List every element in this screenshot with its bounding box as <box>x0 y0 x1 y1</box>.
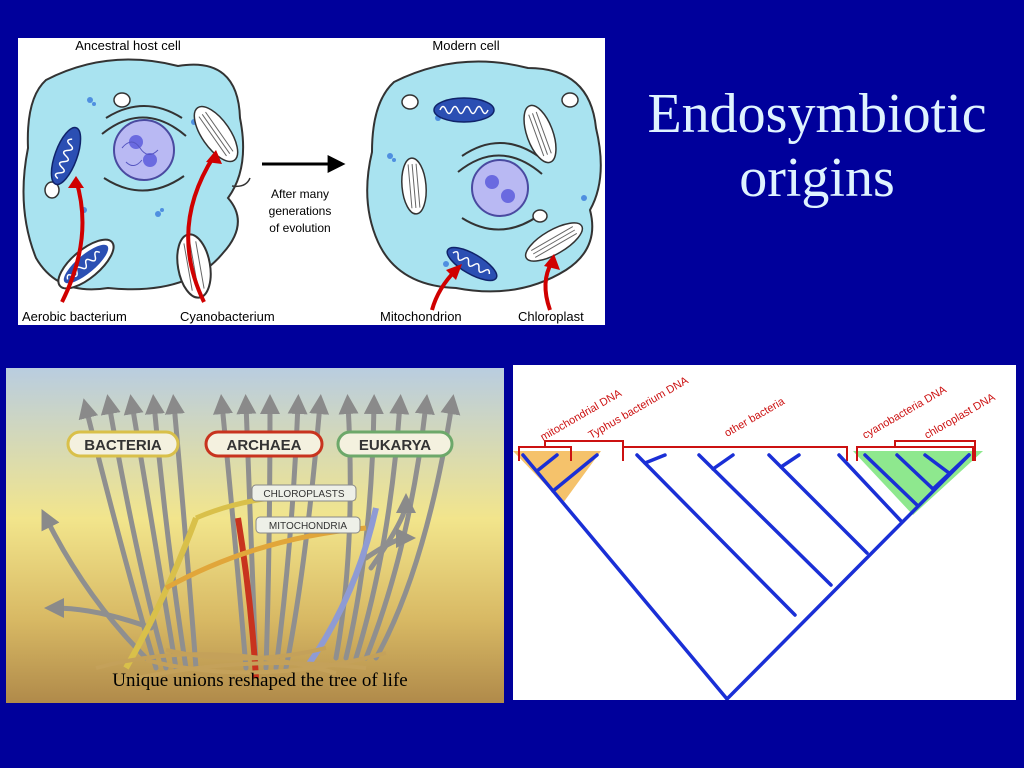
chloroplasts-event-label: CHLOROPLASTS <box>251 484 357 502</box>
ancestral-host-cell <box>22 58 251 303</box>
domain-archaea-label: ARCHAEA <box>204 430 324 458</box>
other-bacteria-label: other bacteria <box>723 395 788 439</box>
arrow-note-line-1: After many <box>271 187 329 201</box>
mitochondrial-highlight <box>513 451 601 503</box>
bacteria-trunk <box>123 516 199 670</box>
svg-text:CHLOROPLASTS: CHLOROPLASTS <box>263 489 344 500</box>
cell-diagram-svg: Ancestral host cell Modern cell <box>22 38 602 324</box>
tree-branches <box>521 453 971 700</box>
modern-cell <box>366 60 602 311</box>
cladogram-svg: mitochondrial DNA Typhus bacterium DNA o… <box>513 374 998 700</box>
chloroplast-highlight <box>853 451 983 515</box>
chloroplast-label: Chloroplast <box>518 309 584 324</box>
domain-bacteria-label: BACTERIA <box>66 430 180 458</box>
arrow-note-line-3: of evolution <box>269 221 330 235</box>
endosymbiosis-cell-diagram: Ancestral host cell Modern cell <box>18 38 605 325</box>
title-line-2: origins <box>739 147 895 209</box>
domain-eukarya-label: EUKARYA <box>336 430 454 458</box>
modern-chloroplast-3 <box>524 222 584 262</box>
svg-text:MITOCHONDRIA: MITOCHONDRIA <box>269 521 347 532</box>
internal-mitochondrion <box>50 126 82 186</box>
tree-of-life-svg: BACTERIA ARCHAEA EUKARYA CHLOROPLASTS MI… <box>6 368 504 703</box>
root-mesh <box>95 646 387 685</box>
modern-chloroplast-1 <box>523 104 557 164</box>
modern-mitochondrion-top <box>433 97 495 123</box>
internal-chloroplast <box>193 105 239 163</box>
phylogenetic-cladogram: mitochondrial DNA Typhus bacterium DNA o… <box>513 365 1016 700</box>
tree-caption: Unique unions reshaped the tree of life <box>112 670 407 691</box>
modern-chloroplast-2 <box>401 157 427 215</box>
tree-of-life-illustration: BACTERIA ARCHAEA EUKARYA CHLOROPLASTS MI… <box>6 368 504 703</box>
svg-text:BACTERIA: BACTERIA <box>84 437 162 454</box>
slide-title: Endosymbiotic origins <box>612 82 1022 210</box>
ancestral-cell-title: Ancestral host cell <box>75 38 181 53</box>
arrow-note-line-2: generations <box>269 204 332 218</box>
modern-cell-title: Modern cell <box>432 38 499 53</box>
group-brackets <box>518 440 976 461</box>
mitochondria-event-label: MITOCHONDRIA <box>255 516 361 534</box>
mitochondrial-dna-label: mitochondrial DNA <box>539 387 625 444</box>
cyanobacterium-label: Cyanobacterium <box>180 309 275 324</box>
svg-text:ARCHAEA: ARCHAEA <box>227 437 302 454</box>
mitochondrion-label: Mitochondrion <box>380 309 462 324</box>
title-line-1: Endosymbiotic <box>647 83 987 145</box>
aerobic-bacterium-label: Aerobic bacterium <box>22 309 127 324</box>
svg-text:EUKARYA: EUKARYA <box>359 437 431 454</box>
modern-mitochondrion-bottom <box>446 246 498 282</box>
